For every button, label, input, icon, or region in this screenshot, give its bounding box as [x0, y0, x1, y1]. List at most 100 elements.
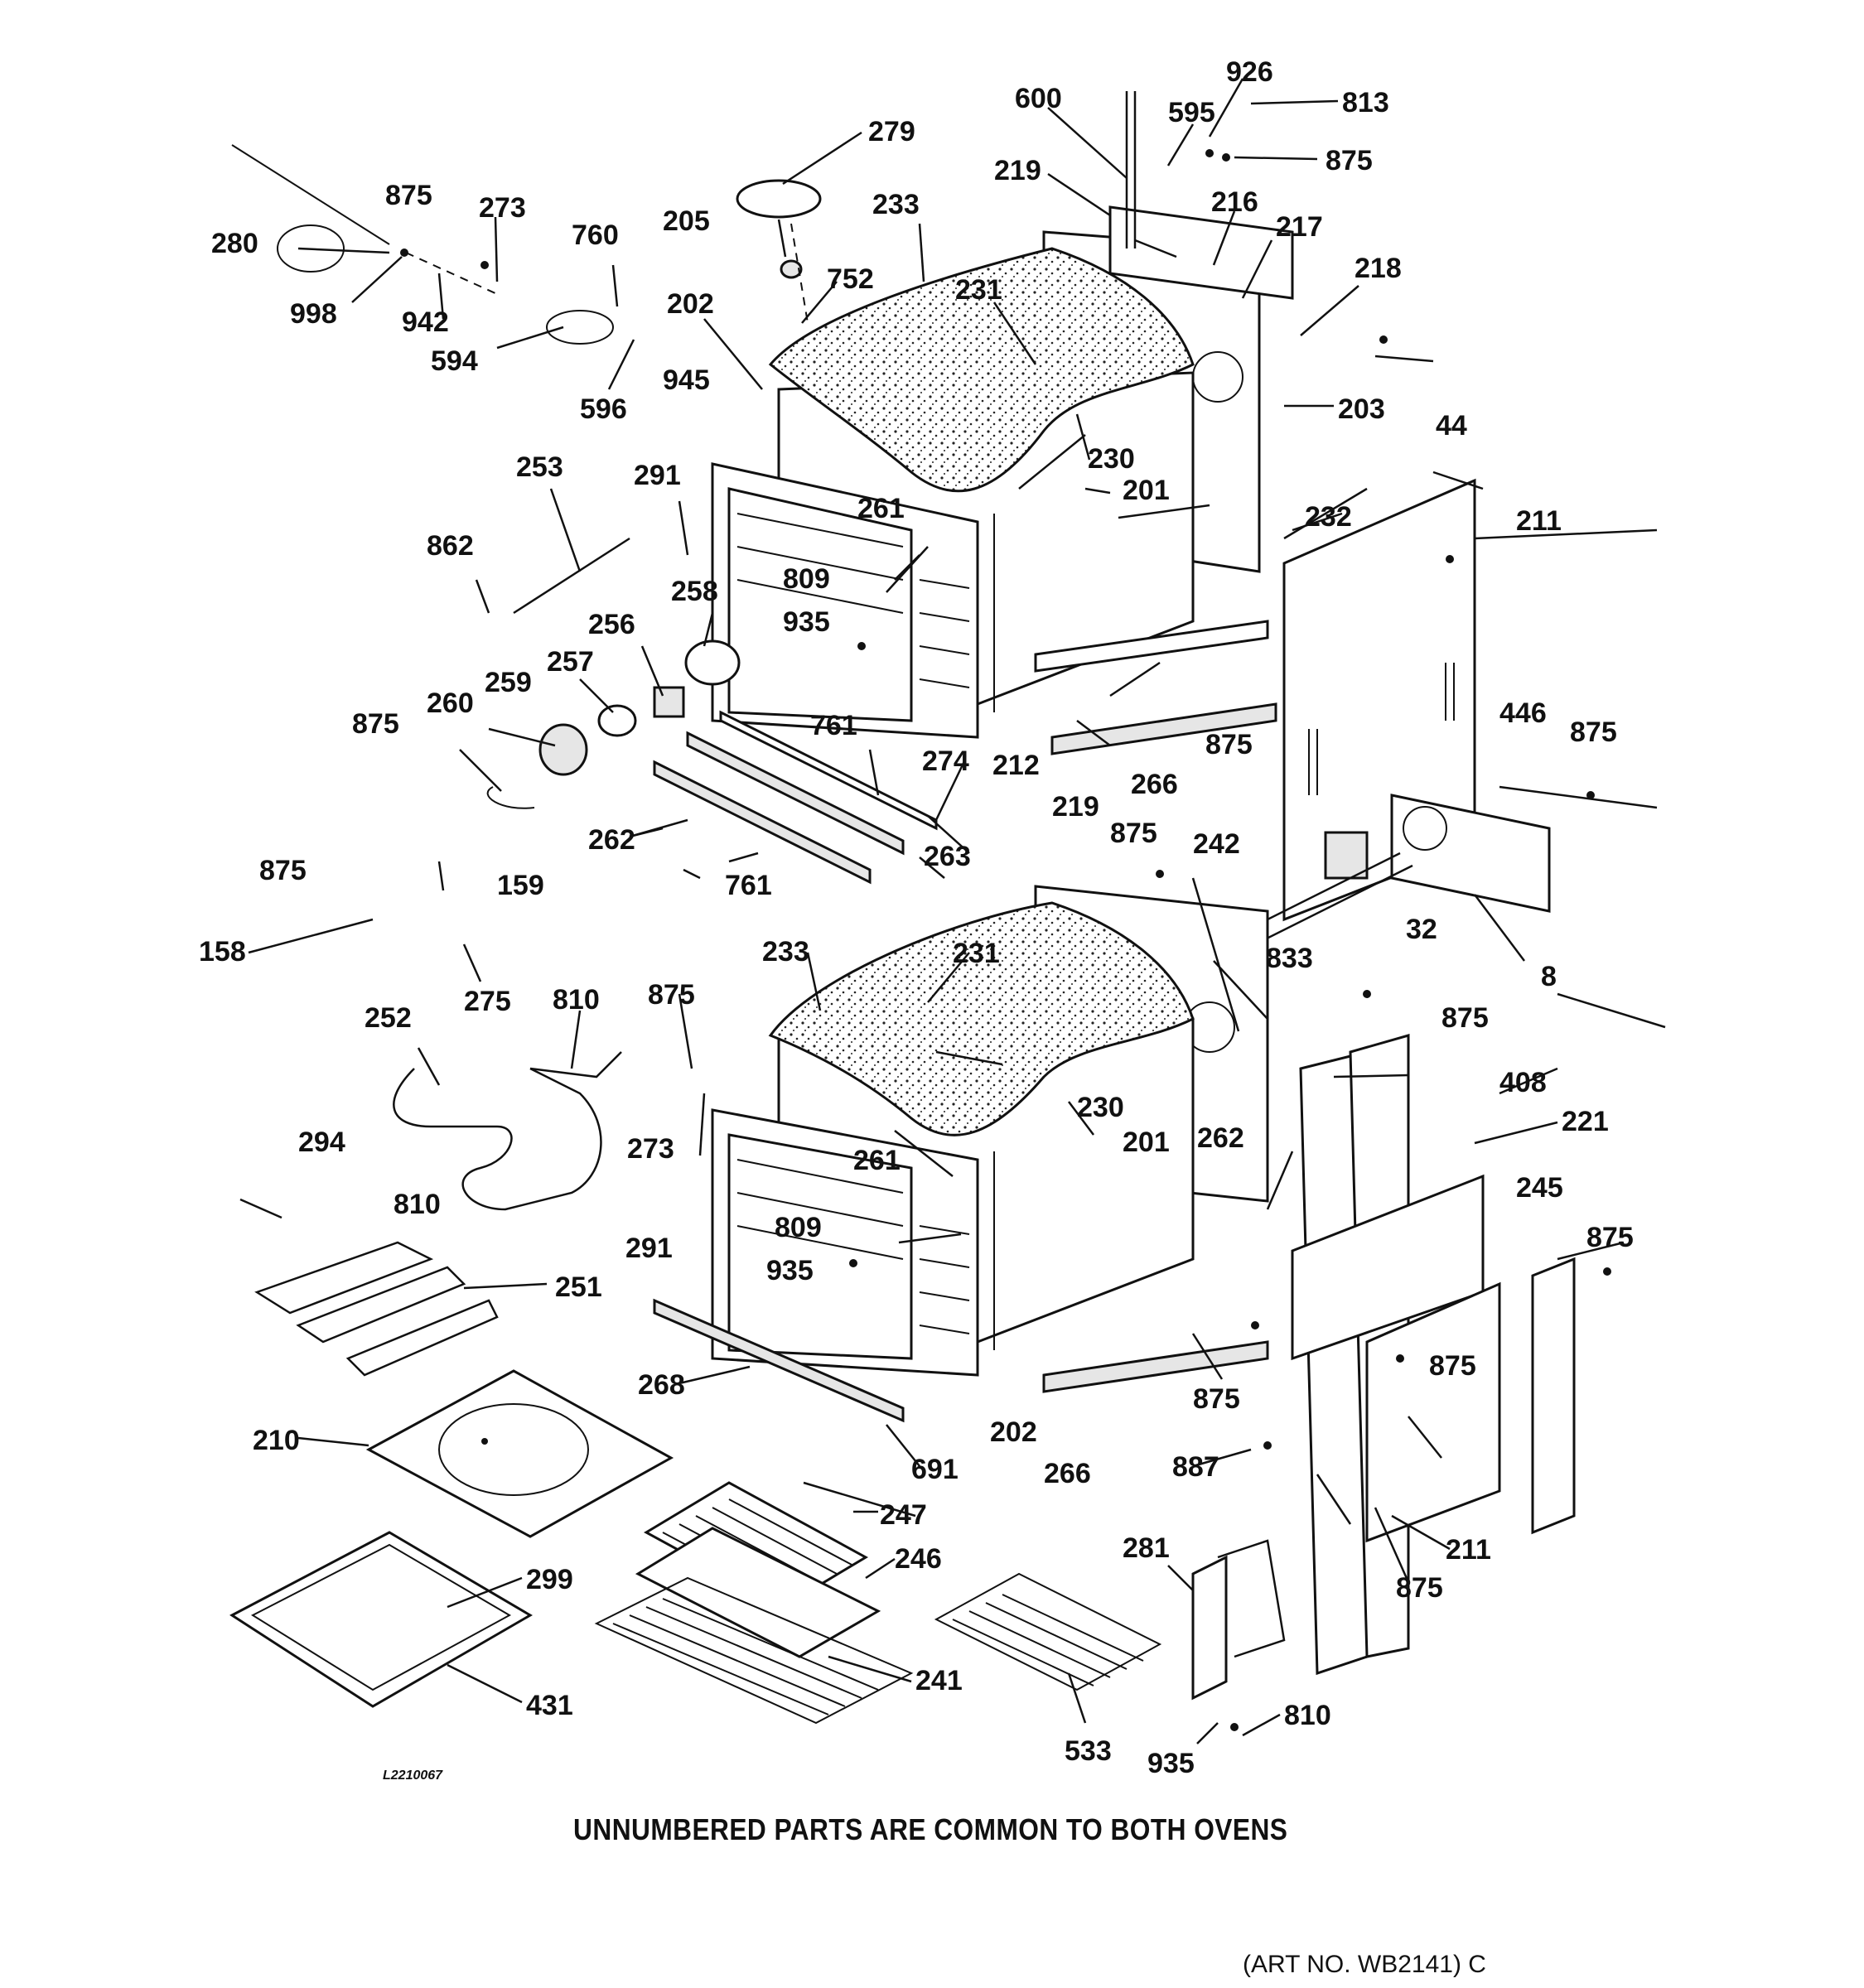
- part-label: 942: [402, 306, 449, 338]
- part-label: 273: [479, 192, 526, 224]
- part-label: 211: [1516, 505, 1562, 537]
- part-label: 211: [1446, 1534, 1491, 1566]
- part-label: 261: [853, 1145, 901, 1176]
- part-label: 266: [1131, 769, 1178, 800]
- part-label: 158: [199, 936, 246, 967]
- part-label: 262: [588, 824, 635, 856]
- drawing-number: L2210067: [383, 1768, 443, 1783]
- part-label: 233: [872, 189, 920, 220]
- part-label: 281: [1123, 1532, 1170, 1564]
- part-label: 216: [1211, 186, 1258, 218]
- part-label: 273: [627, 1133, 674, 1165]
- part-label: 935: [1147, 1748, 1195, 1779]
- part-label: 258: [671, 576, 718, 607]
- part-label: 761: [725, 870, 772, 901]
- part-label: 809: [783, 563, 830, 595]
- part-label: 263: [924, 841, 971, 872]
- part-label: 600: [1015, 83, 1062, 114]
- part-label: 246: [895, 1543, 942, 1575]
- part-label: 219: [994, 155, 1041, 186]
- part-label: 231: [953, 938, 1000, 969]
- part-label: 299: [526, 1564, 573, 1595]
- part-label: 274: [922, 746, 969, 777]
- part-label: 875: [1441, 1002, 1489, 1034]
- part-label: 231: [955, 274, 1002, 306]
- part-label: 212: [992, 750, 1040, 781]
- part-label: 875: [1110, 818, 1157, 849]
- part-label: 218: [1355, 253, 1402, 284]
- part-label: 875: [259, 855, 307, 886]
- part-label: 205: [663, 205, 710, 237]
- part-label: 875: [1193, 1383, 1240, 1415]
- part-label: 875: [1570, 717, 1617, 748]
- part-label: 596: [580, 393, 627, 425]
- part-label: 230: [1077, 1092, 1124, 1123]
- part-label: 752: [827, 263, 874, 295]
- part-label: 595: [1168, 97, 1215, 128]
- part-label: 201: [1123, 1127, 1170, 1158]
- part-label: 294: [298, 1127, 345, 1158]
- part-label: 259: [485, 667, 532, 698]
- part-label: 202: [667, 288, 714, 320]
- part-label: 233: [762, 936, 809, 967]
- part-label: 260: [427, 688, 474, 719]
- part-label: 998: [290, 298, 337, 330]
- part-label: 210: [253, 1425, 300, 1456]
- part-label: 256: [588, 609, 635, 640]
- part-label: 291: [634, 460, 681, 491]
- part-label: 945: [663, 364, 710, 396]
- part-label: 201: [1123, 475, 1170, 506]
- part-label: 230: [1088, 443, 1135, 475]
- part-label: 32: [1406, 914, 1437, 945]
- part-label: 202: [990, 1416, 1037, 1448]
- part-label: 241: [915, 1665, 963, 1696]
- part-label: 875: [385, 180, 432, 211]
- part-label: 253: [516, 451, 563, 483]
- part-label: 875: [1205, 729, 1253, 760]
- part-label: 862: [427, 530, 474, 562]
- part-label: 251: [555, 1271, 602, 1303]
- part-label: 44: [1436, 410, 1467, 442]
- part-label: 833: [1266, 943, 1313, 974]
- diagram-caption: UNNUMBERED PARTS ARE COMMON TO BOTH OVEN…: [573, 1812, 1288, 1846]
- part-label: 813: [1342, 87, 1389, 118]
- part-label: 159: [497, 870, 544, 901]
- part-label: 935: [766, 1255, 814, 1286]
- part-label: 810: [553, 984, 600, 1016]
- part-label: 221: [1562, 1106, 1609, 1137]
- part-label: 810: [1284, 1700, 1331, 1731]
- part-label: 261: [857, 493, 905, 524]
- part-label: 242: [1193, 828, 1240, 860]
- part-label: 266: [1044, 1458, 1091, 1489]
- part-label: 268: [638, 1369, 685, 1401]
- part-label: 875: [352, 708, 399, 740]
- part-label: 691: [911, 1454, 959, 1485]
- part-label: 257: [547, 646, 594, 678]
- part-label: 875: [1586, 1222, 1634, 1253]
- fastener-dots: [400, 149, 1611, 1731]
- part-label: 431: [526, 1690, 573, 1721]
- art-number: (ART NO. WB2141) C: [1243, 1951, 1486, 1978]
- part-label: 875: [1326, 145, 1373, 176]
- part-label: 232: [1305, 501, 1352, 533]
- part-label: 809: [775, 1212, 822, 1243]
- part-label: 252: [365, 1002, 412, 1034]
- part-label: 887: [1172, 1451, 1219, 1483]
- part-label: 533: [1065, 1735, 1112, 1767]
- part-label: 875: [1429, 1350, 1476, 1382]
- part-label: 280: [211, 228, 258, 259]
- part-label: 594: [431, 345, 478, 377]
- part-label: 875: [648, 979, 695, 1011]
- part-label: 935: [783, 606, 830, 638]
- part-label: 245: [1516, 1172, 1563, 1204]
- leader-lines: [239, 78, 1666, 1744]
- part-label: 262: [1197, 1122, 1244, 1154]
- part-label: 875: [1396, 1572, 1443, 1604]
- lower-oven-assembly: [653, 885, 1269, 1423]
- part-label: 203: [1338, 393, 1385, 425]
- part-label: 275: [464, 986, 511, 1017]
- part-label: 408: [1499, 1067, 1547, 1098]
- part-label: 446: [1499, 697, 1547, 729]
- part-label: 8: [1541, 961, 1557, 992]
